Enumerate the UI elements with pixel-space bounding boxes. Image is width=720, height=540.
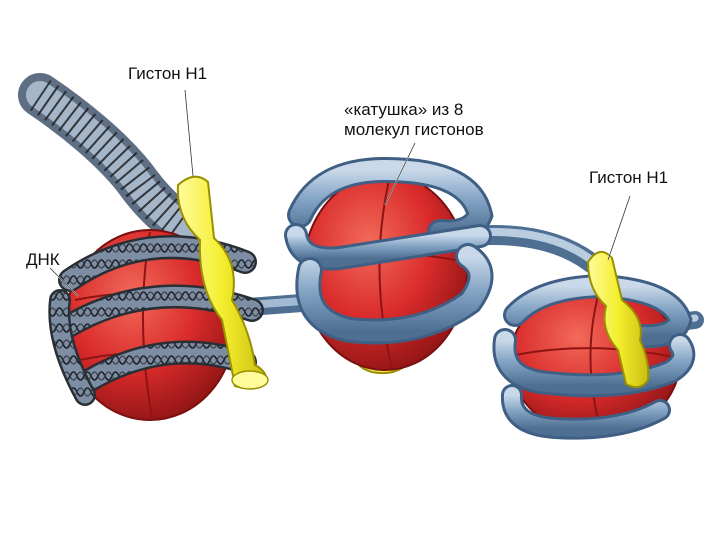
nucleosome-middle [296, 170, 481, 373]
nucleosome-right [504, 252, 683, 435]
label-histone-h1-left: Гистон Н1 [128, 64, 207, 84]
label-spool-line1: «катушка» из 8 [344, 100, 463, 120]
label-histone-h1-right: Гистон Н1 [589, 168, 668, 188]
dna-fiber-left [40, 95, 185, 228]
label-dna: ДНК [26, 250, 60, 270]
label-spool-line2: молекул гистонов [344, 120, 484, 140]
